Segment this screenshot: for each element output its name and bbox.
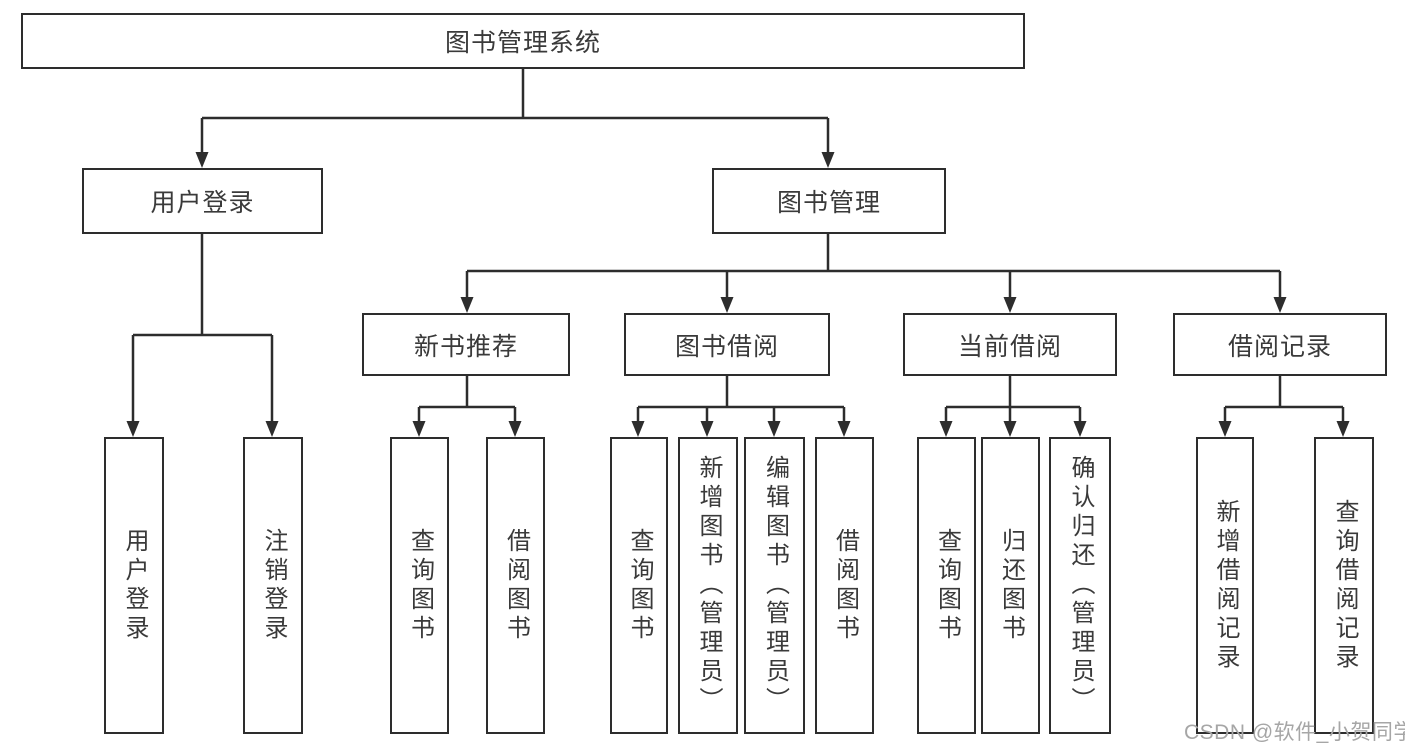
leaf-user-login: 用户登录 <box>104 437 164 734</box>
node-label: 注销登录 <box>260 527 287 644</box>
node-book-borrow: 图书借阅 <box>624 313 830 376</box>
arrowhead-icon <box>265 421 279 437</box>
node-new-book-recommend: 新书推荐 <box>362 313 570 376</box>
leaf-edit-book-admin: 编辑图书（管理员） <box>744 437 805 734</box>
leaf-query-borrow-record: 查询借阅记录 <box>1314 437 1374 734</box>
node-label: 查询图书 <box>406 527 434 644</box>
arrowhead-icon <box>631 421 645 437</box>
node-label: 查询借阅记录 <box>1331 498 1358 673</box>
node-borrow-records: 借阅记录 <box>1173 313 1387 376</box>
node-label: 用户登录 <box>121 527 148 644</box>
arrowhead-icon <box>460 297 474 313</box>
node-label: 编辑图书（管理员） <box>761 455 789 716</box>
arrowhead-icon <box>821 152 835 168</box>
arrowhead-icon <box>837 421 851 437</box>
node-label: 借阅图书 <box>502 527 530 644</box>
node-label: 图书管理系统 <box>444 29 601 57</box>
leaf-add-book-admin: 新增图书（管理员） <box>678 437 738 734</box>
leaf-add-borrow-record: 新增借阅记录 <box>1196 437 1254 734</box>
arrowhead-icon <box>939 421 953 437</box>
connector-lines <box>131 68 1345 424</box>
node-label: 图书管理 <box>776 189 881 217</box>
node-label: 借阅图书 <box>831 527 859 644</box>
leaf-logout-login: 注销登录 <box>243 437 303 734</box>
arrowhead-icon <box>1273 297 1287 313</box>
leaf-query-book-borrow: 查询图书 <box>610 437 668 734</box>
arrowhead-icon <box>195 152 209 168</box>
node-label: 查询图书 <box>626 527 653 644</box>
node-label: 归还图书 <box>997 527 1025 644</box>
arrowhead-icon <box>126 421 140 437</box>
arrowhead-icon <box>1218 421 1232 437</box>
arrowhead-icon <box>700 421 714 437</box>
arrowhead-icon <box>1003 297 1017 313</box>
arrowhead-icon <box>1003 421 1017 437</box>
node-label: 新书推荐 <box>413 332 518 361</box>
arrowhead-icon <box>720 297 734 313</box>
leaf-query-book-current: 查询图书 <box>917 437 976 734</box>
arrowhead-icon <box>412 421 426 437</box>
node-library-system: 图书管理系统 <box>21 13 1025 69</box>
node-current-borrow: 当前借阅 <box>903 313 1117 376</box>
node-book-management: 图书管理 <box>712 168 946 234</box>
node-user-login: 用户登录 <box>82 168 323 234</box>
node-label: 查询图书 <box>933 527 961 644</box>
node-label: 图书借阅 <box>674 332 779 361</box>
leaf-confirm-return-admin: 确认归还（管理员） <box>1049 437 1111 734</box>
leaf-query-book-recommend: 查询图书 <box>390 437 449 734</box>
leaf-return-book: 归还图书 <box>981 437 1040 734</box>
leaf-borrow-book-recommend: 借阅图书 <box>486 437 545 734</box>
watermark: CSDN @软件_小贺同学 <box>1184 721 1405 744</box>
arrowhead-icon <box>767 421 781 437</box>
leaf-borrow-book: 借阅图书 <box>815 437 874 734</box>
node-label: 借阅记录 <box>1227 332 1332 361</box>
arrowhead-icon <box>1336 421 1350 437</box>
node-label: 新增借阅记录 <box>1212 498 1239 673</box>
node-label: 确认归还（管理员） <box>1067 455 1094 716</box>
arrowhead-icon <box>508 421 522 437</box>
arrowhead-icon <box>1073 421 1087 437</box>
node-label: 用户登录 <box>150 189 255 217</box>
node-label: 当前借阅 <box>957 332 1062 361</box>
node-label: 新增图书（管理员） <box>695 455 722 716</box>
